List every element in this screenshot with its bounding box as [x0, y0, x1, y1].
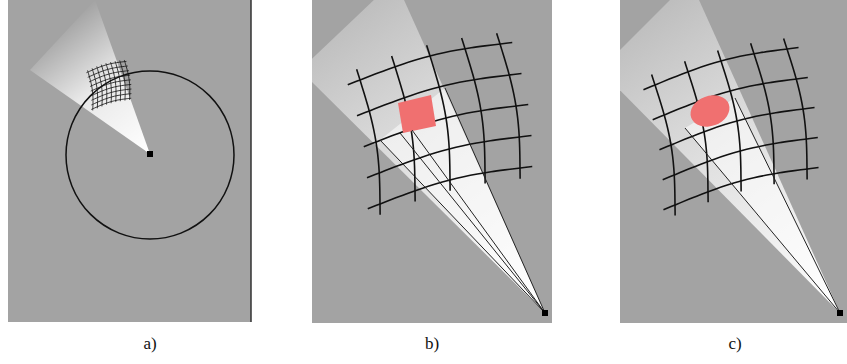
light-cone — [620, 0, 840, 313]
point — [147, 151, 153, 157]
footprint — [686, 90, 734, 132]
mesh-line — [643, 47, 798, 89]
light-cone — [312, 0, 545, 313]
mesh-line — [751, 43, 775, 184]
mesh — [348, 33, 533, 215]
light-cone — [30, 0, 150, 154]
mesh-line — [497, 33, 520, 179]
ray — [445, 88, 545, 313]
circle — [66, 71, 234, 239]
mesh-line — [652, 75, 676, 216]
panel-label: c) — [728, 334, 741, 354]
mesh-line — [784, 39, 808, 180]
mesh-line — [120, 61, 126, 101]
mesh-line — [97, 66, 103, 106]
mesh-line — [88, 70, 94, 110]
point — [837, 310, 843, 316]
mesh-line — [357, 73, 521, 115]
mesh-line — [357, 69, 381, 215]
ray — [412, 130, 545, 313]
ray — [380, 140, 545, 313]
mesh-line — [659, 107, 814, 149]
light-cone — [380, 88, 545, 313]
panel-edge — [250, 0, 252, 322]
mesh-line — [115, 61, 121, 101]
ray — [685, 128, 840, 313]
mesh-line — [653, 77, 808, 119]
ray — [400, 133, 545, 313]
panel-ground — [8, 0, 251, 322]
panel-label: a) — [143, 334, 156, 354]
mesh-line — [462, 38, 486, 184]
mesh-line — [92, 68, 98, 108]
mesh — [643, 39, 818, 216]
mesh-line — [106, 63, 112, 103]
panel-label: b) — [425, 334, 439, 354]
mesh-line — [364, 104, 529, 146]
ray — [735, 98, 840, 313]
mesh-line — [111, 62, 117, 102]
mesh — [86, 60, 131, 110]
point — [542, 310, 548, 316]
mesh-line — [101, 65, 107, 105]
footprint — [398, 95, 436, 133]
mesh-line — [124, 60, 130, 100]
